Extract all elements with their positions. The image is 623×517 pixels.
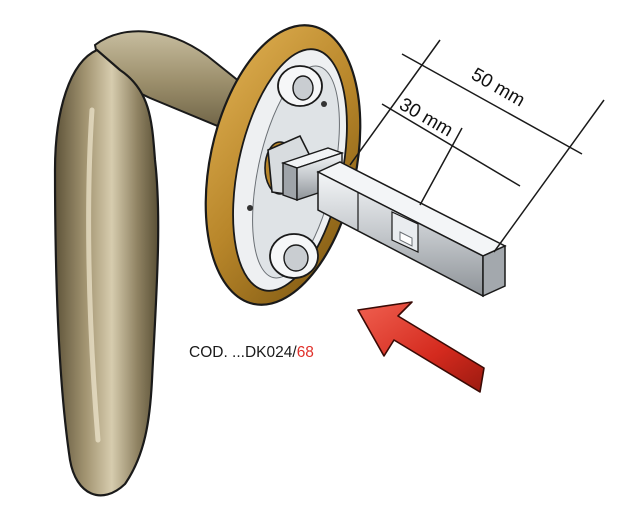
- handle-highlight: [86, 107, 101, 443]
- product-code-prefix: COD. ...DK024/: [189, 344, 297, 361]
- dimension-label-50mm: 50 mm: [468, 64, 529, 111]
- upper-screw-boss: [277, 65, 327, 107]
- handle-grip: [53, 48, 160, 497]
- square-spindle: [280, 147, 507, 298]
- insert-arrow-icon: [357, 301, 485, 393]
- dimension-lines: [349, 39, 605, 253]
- lower-screw-boss: [247, 205, 319, 279]
- product-code: COD. ...DK024/68: [189, 344, 314, 362]
- product-code-suffix: 68: [296, 344, 314, 361]
